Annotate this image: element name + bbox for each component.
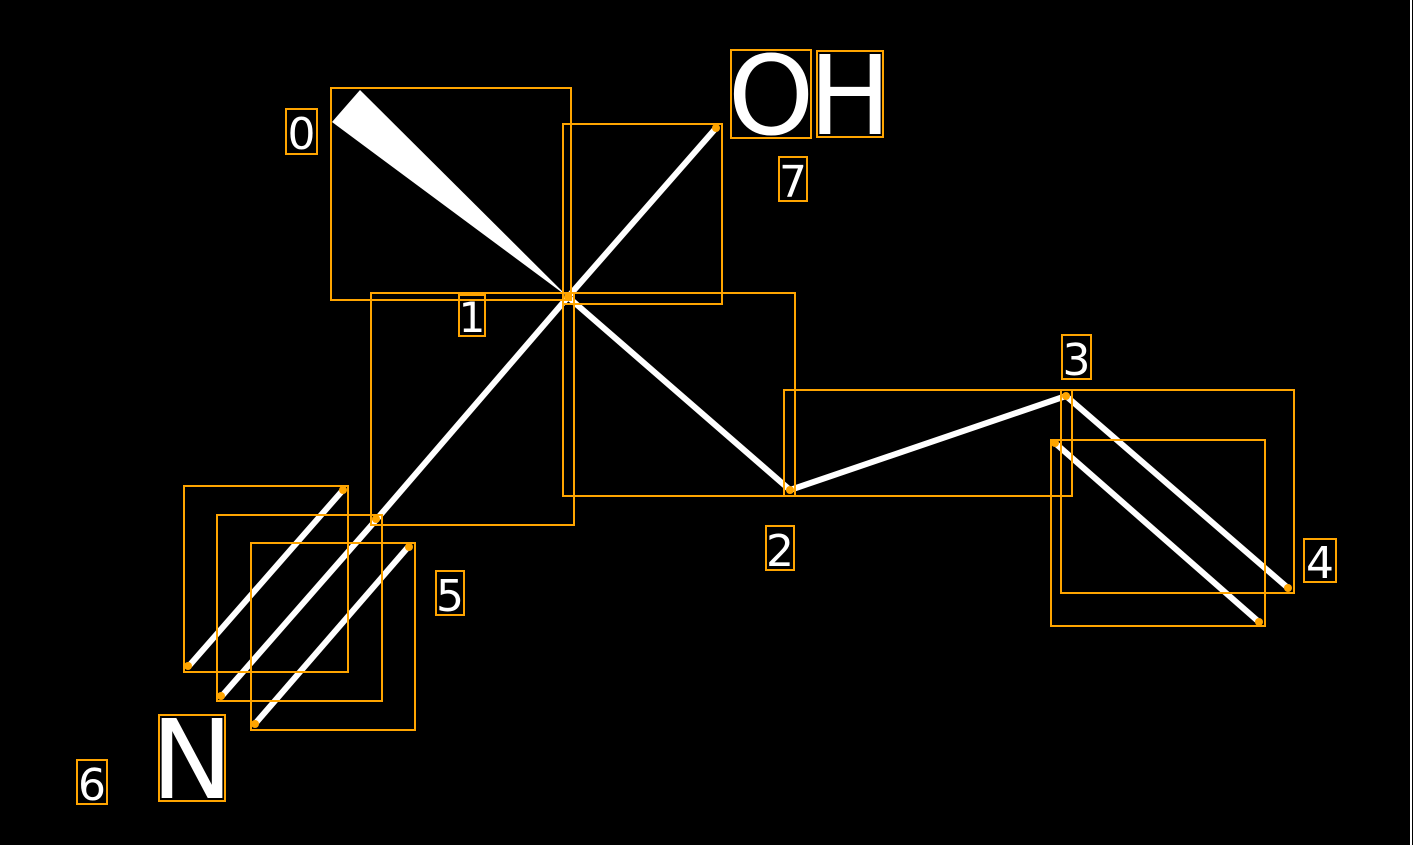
box-bond-3-4-double <box>1050 439 1266 627</box>
atom-nitrogen: N <box>151 696 233 824</box>
endpoint-markers <box>184 124 1292 728</box>
box-bond-1-5 <box>370 292 575 526</box>
box-triple-a <box>183 485 349 673</box>
atom-index-0: 0 <box>288 109 316 160</box>
box-bond-3-4 <box>1060 389 1295 594</box>
box-wedge <box>330 87 572 301</box>
atom-index-1: 1 <box>459 293 486 342</box>
triple-bond-line-c <box>251 544 412 727</box>
atom-index-6: 6 <box>78 760 106 811</box>
wedge-bond-0-1 <box>332 90 568 297</box>
box-triple-c <box>250 542 416 731</box>
box-triple-b <box>216 514 383 702</box>
atom-index-7: 7 <box>779 157 807 208</box>
bond-3-4 <box>1064 393 1290 591</box>
bond-boxes <box>183 87 1295 731</box>
box-bond-1-2 <box>562 292 796 497</box>
atom-index-3: 3 <box>1063 335 1091 386</box>
bond-1-7 <box>565 126 719 299</box>
atom-hydrogen: H <box>809 32 892 160</box>
triple-bond-line-b <box>218 518 379 699</box>
box-bond-2-3 <box>783 389 1073 497</box>
atom-index-4: 4 <box>1306 538 1334 589</box>
bond-2-3 <box>789 393 1067 493</box>
atom-index-5: 5 <box>436 571 464 622</box>
box-bond-1-7 <box>562 123 723 305</box>
bond-1-5 <box>373 295 571 522</box>
atom-oxygen: O <box>728 32 815 160</box>
triple-bond-line-a <box>185 488 346 669</box>
bond-1-2 <box>566 294 792 493</box>
atom-index-2: 2 <box>766 526 794 577</box>
